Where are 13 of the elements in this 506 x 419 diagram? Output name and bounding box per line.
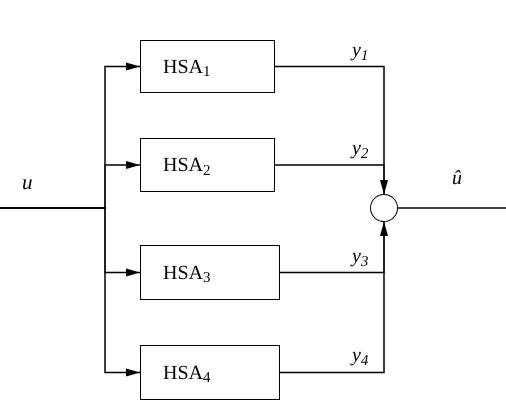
block-label: HSA$_{1}$: [163, 54, 211, 82]
block-label: HSA$_{2}$: [163, 153, 211, 180]
block-box: [140, 40, 275, 93]
arrow: [280, 222, 388, 374]
arrow: [0, 207, 140, 376]
block-box: [140, 245, 280, 300]
signal-label: u: [22, 172, 32, 193]
block-box: [140, 138, 275, 192]
block-box: [140, 345, 280, 400]
arrow: [275, 164, 388, 194]
summing-junction: [370, 194, 398, 222]
block-label: HSA$_{3}$: [163, 260, 211, 288]
block-label: HSA$_{4}$: [163, 360, 211, 388]
